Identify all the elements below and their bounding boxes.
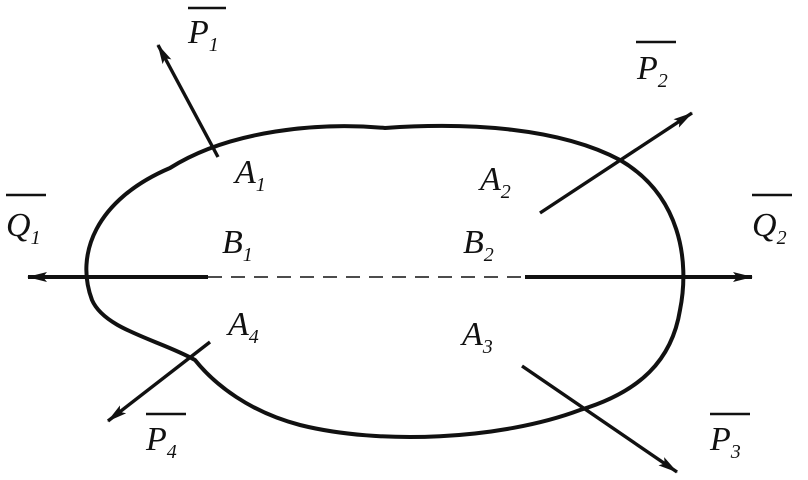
label-p4: P4 — [145, 412, 186, 463]
force-p3-arrow — [521, 364, 678, 474]
svg-text:P4: P4 — [145, 421, 177, 463]
force-p4-arrow — [106, 340, 212, 423]
force-p2-arrow — [539, 111, 693, 215]
svg-text:P2: P2 — [636, 50, 668, 92]
svg-text:P3: P3 — [709, 421, 741, 463]
label-q2: Q2 — [752, 193, 792, 249]
label-a3: A3 — [460, 316, 493, 358]
label-b1: B1 — [222, 224, 253, 266]
label-p1: P1 — [187, 6, 226, 56]
label-a2: A2 — [478, 161, 511, 203]
label-a1: A1 — [233, 154, 266, 196]
rigid-body-outline — [84, 123, 686, 439]
svg-text:P1: P1 — [187, 14, 219, 56]
label-p2: P2 — [636, 40, 676, 92]
label-q1: Q1 — [6, 193, 46, 249]
svg-text:Q2: Q2 — [752, 207, 787, 249]
label-b2: B2 — [463, 224, 494, 266]
label-p3: P3 — [709, 412, 750, 463]
svg-text:Q1: Q1 — [6, 207, 41, 249]
force-p1-arrow — [156, 44, 220, 158]
label-a4: A4 — [226, 306, 259, 348]
